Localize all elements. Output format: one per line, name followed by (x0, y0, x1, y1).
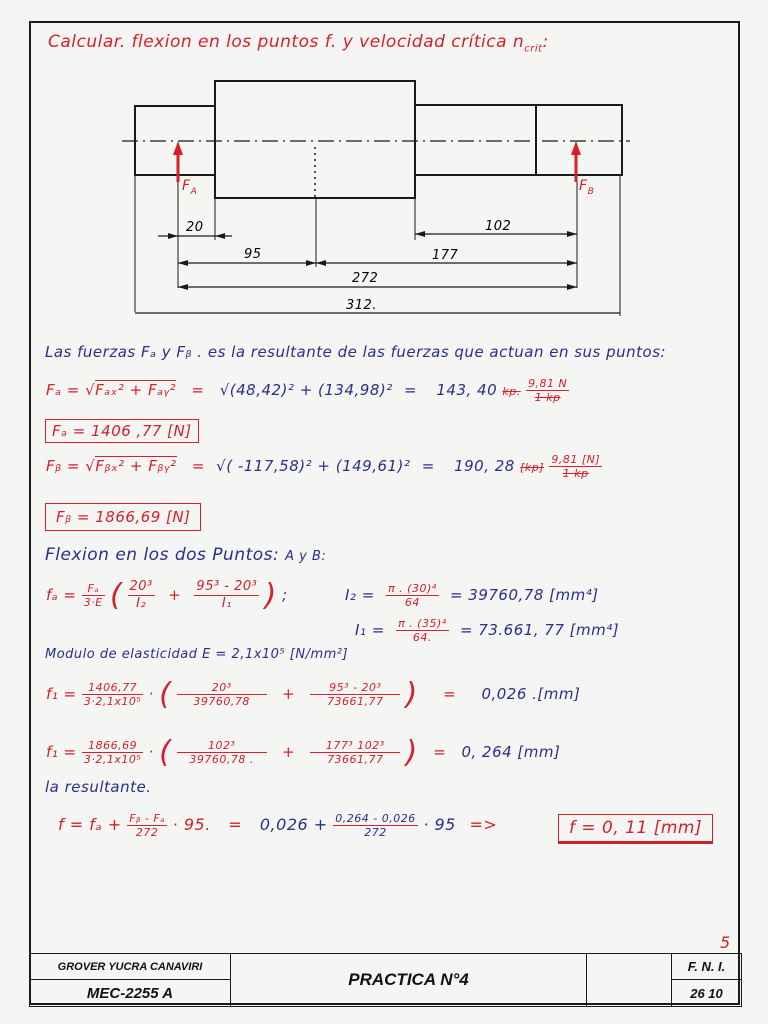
dim-102: 102 (485, 219, 512, 234)
title-cell: PRACTICA N°4 (230, 953, 587, 1007)
task-end: : (542, 32, 549, 52)
flexion-heading: Flexion en los dos Puntos: A y B: (45, 545, 327, 565)
force-a-label: FA (182, 178, 198, 197)
forces-intro: Las fuerzas Fₐ y Fᵦ . es la resultante d… (45, 343, 667, 361)
modulus-line: Modulo de elasticidad E = 2,1x10⁵ [N/mm²… (45, 647, 349, 662)
task-statement: Calcular. flexion en los puntos f. y vel… (48, 32, 549, 54)
fb-result-box: Fᵦ = 1866,69 [N] (45, 503, 202, 531)
blank-cell (586, 953, 672, 1007)
task-sub: crit (524, 43, 543, 55)
final-result-box: f = 0, 11 [mm] (558, 814, 714, 844)
resultant-heading: la resultante. (45, 778, 152, 796)
page-frame (29, 21, 740, 1005)
author-cell: GROVER YUCRA CANAVIRI (29, 953, 231, 980)
dim-272: 272 (352, 271, 379, 286)
fa-equation: Fₐ = √Fₐₓ² + Fₐᵧ² = √(48,42)² + (134,98)… (46, 377, 570, 405)
fb-equation: Fᵦ = √Fᵦₓ² + Fᵦᵧ² = √( -117,58)² + (149,… (46, 453, 603, 481)
dim-20: 20 (186, 220, 204, 235)
dim-177: 177 (432, 248, 459, 263)
dim-95: 95 (244, 247, 262, 262)
shaft-diagram (122, 80, 630, 316)
fa-result-box: Fₐ = 1406 ,77 [N] (45, 419, 199, 443)
task-text: Calcular. flexion en los puntos f. y vel… (48, 32, 525, 52)
page-number: 5 (720, 933, 731, 952)
faculty-cell: F. N. I. (671, 953, 742, 980)
force-b-label: FB (579, 178, 595, 197)
date-cell: 26 10 (671, 979, 742, 1007)
dim-312: 312. (346, 298, 377, 313)
course-cell: MEC-2255 A (29, 979, 231, 1007)
force-arrow-a (173, 141, 183, 182)
force-arrow-b (571, 141, 581, 182)
